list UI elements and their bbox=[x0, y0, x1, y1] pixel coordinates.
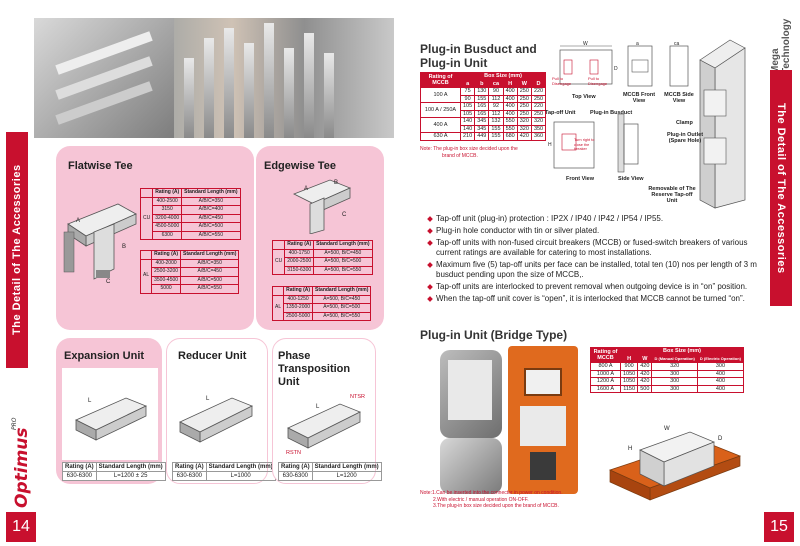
phase-transposition-panel bbox=[272, 338, 376, 484]
right-sidebar-title: The Detail of The Accessories bbox=[775, 102, 787, 274]
bridge-notes: Note:1.Can be inserted into the connecto… bbox=[420, 490, 563, 509]
feature-item: When the tap-off unit cover is “open”, i… bbox=[428, 294, 763, 304]
side-view-label: Side View bbox=[618, 176, 644, 182]
edgewise-tee-diagram: A B C bbox=[293, 179, 352, 234]
feature-item: Tap-off units are interlocked to prevent… bbox=[428, 282, 763, 292]
clamp-label: Clamp bbox=[676, 120, 693, 126]
svg-text:A: A bbox=[304, 186, 308, 192]
svg-text:C: C bbox=[106, 279, 111, 284]
svg-text:RSTN: RSTN bbox=[286, 450, 301, 456]
svg-text:L: L bbox=[88, 398, 92, 404]
left-page-number: 14 bbox=[6, 512, 36, 542]
mccb-front-view-label: MCCB Front View bbox=[622, 92, 656, 104]
svg-text:a: a bbox=[636, 42, 639, 47]
brand-side-text: Mega Technology bbox=[770, 18, 792, 74]
svg-text:H: H bbox=[548, 142, 552, 148]
right-sidebar-bar bbox=[770, 70, 792, 306]
phase-transposition-diagram: NTSR RSTN L bbox=[286, 394, 365, 456]
svg-text:B: B bbox=[122, 244, 126, 250]
svg-text:B: B bbox=[334, 180, 338, 186]
left-sidebar-bar bbox=[6, 132, 28, 368]
plugin-busduct-label: Plug-in Busduct bbox=[590, 110, 633, 116]
plugin-busduct-note: Note: The plug-in box size decided upon … bbox=[420, 146, 518, 159]
busduct-photo bbox=[34, 18, 394, 138]
pull-disengage-label-1: Pull to Disengage bbox=[552, 76, 572, 86]
flatwise-tee-diagram: A B C bbox=[63, 203, 137, 284]
expansion-unit-title: Expansion Unit bbox=[64, 350, 145, 362]
flatwise-tee-title: Flatwise Tee bbox=[68, 160, 133, 172]
feature-item: Plug-in hole conductor with tin or silve… bbox=[428, 226, 763, 236]
mccb-side-view-label: MCCB Side View bbox=[664, 92, 694, 104]
right-page-number: 15 bbox=[764, 512, 794, 542]
left-page: The Detail of The Accessories Optimus PR… bbox=[6, 18, 394, 542]
bridge-unit-photo-orange bbox=[508, 346, 578, 494]
top-view-label: Top View bbox=[572, 94, 596, 100]
pull-disengage-label-2: Pull to Disengage bbox=[588, 76, 608, 86]
bridge-unit-photo-small bbox=[440, 350, 502, 438]
optimus-logo-icon: Optimus PRO bbox=[11, 417, 32, 508]
mccb-front-view-diagram: a bbox=[627, 42, 653, 87]
svg-text:W: W bbox=[583, 41, 588, 47]
plugin-busduct-title: Plug-in Busduct and Plug-in Unit bbox=[420, 42, 537, 70]
phase-transposition-title: Phase Transposition Unit bbox=[278, 350, 351, 388]
turn-right-label: Turn right to close the breaker bbox=[574, 138, 595, 151]
plugin-busduct-assembly-diagram bbox=[699, 39, 746, 209]
reducer-unit-diagram: L bbox=[179, 396, 253, 443]
svg-text:W: W bbox=[664, 426, 670, 432]
svg-text:L: L bbox=[316, 404, 320, 410]
svg-text:D: D bbox=[718, 436, 723, 442]
feature-item: Maximum five (5) tap-off units per face … bbox=[428, 260, 763, 280]
svg-text:H: H bbox=[628, 446, 632, 452]
svg-text:Optimus: Optimus bbox=[12, 427, 32, 508]
reducer-unit-title: Reducer Unit bbox=[178, 350, 247, 362]
front-view-label: Front View bbox=[566, 176, 595, 182]
mccb-side-view-diagram: ca bbox=[669, 42, 689, 87]
plugin-unit-features: Tap-off unit (plug-in) protection : IP2X… bbox=[428, 214, 763, 306]
svg-text:ca: ca bbox=[674, 42, 680, 47]
expansion-unit-diagram: L bbox=[75, 397, 147, 441]
edgewise-tee-title: Edgewise Tee bbox=[264, 160, 336, 172]
removable-tapoff-label: Removable of The Reserve Tap-off Unit bbox=[648, 186, 696, 204]
svg-text:NTSR: NTSR bbox=[350, 394, 365, 400]
front-view-diagram: H bbox=[548, 121, 595, 169]
bridge-unit-photo-small-2 bbox=[440, 438, 502, 494]
svg-text:D: D bbox=[614, 66, 618, 72]
bridge-unit-diagram: H W D bbox=[609, 426, 741, 501]
svg-text:A: A bbox=[76, 218, 80, 224]
svg-text:L: L bbox=[206, 396, 210, 402]
plugin-unit-top-view-diagram: W D bbox=[559, 41, 618, 85]
bridge-type-title: Plug-in Unit (Bridge Type) bbox=[420, 328, 568, 342]
feature-item: Tap-off units with non-fused circuit bre… bbox=[428, 238, 763, 258]
svg-text:C: C bbox=[342, 212, 347, 218]
svg-text:PRO: PRO bbox=[11, 417, 18, 430]
tapoff-unit-label: Tap-off Unit bbox=[545, 110, 576, 116]
plugin-outlet-label: Plug-in Outlet (Spare Hole) bbox=[666, 132, 704, 144]
left-sidebar-title: The Detail of The Accessories bbox=[11, 164, 23, 336]
feature-item: Tap-off unit (plug-in) protection : IP2X… bbox=[428, 214, 763, 224]
side-view-diagram bbox=[617, 113, 639, 173]
